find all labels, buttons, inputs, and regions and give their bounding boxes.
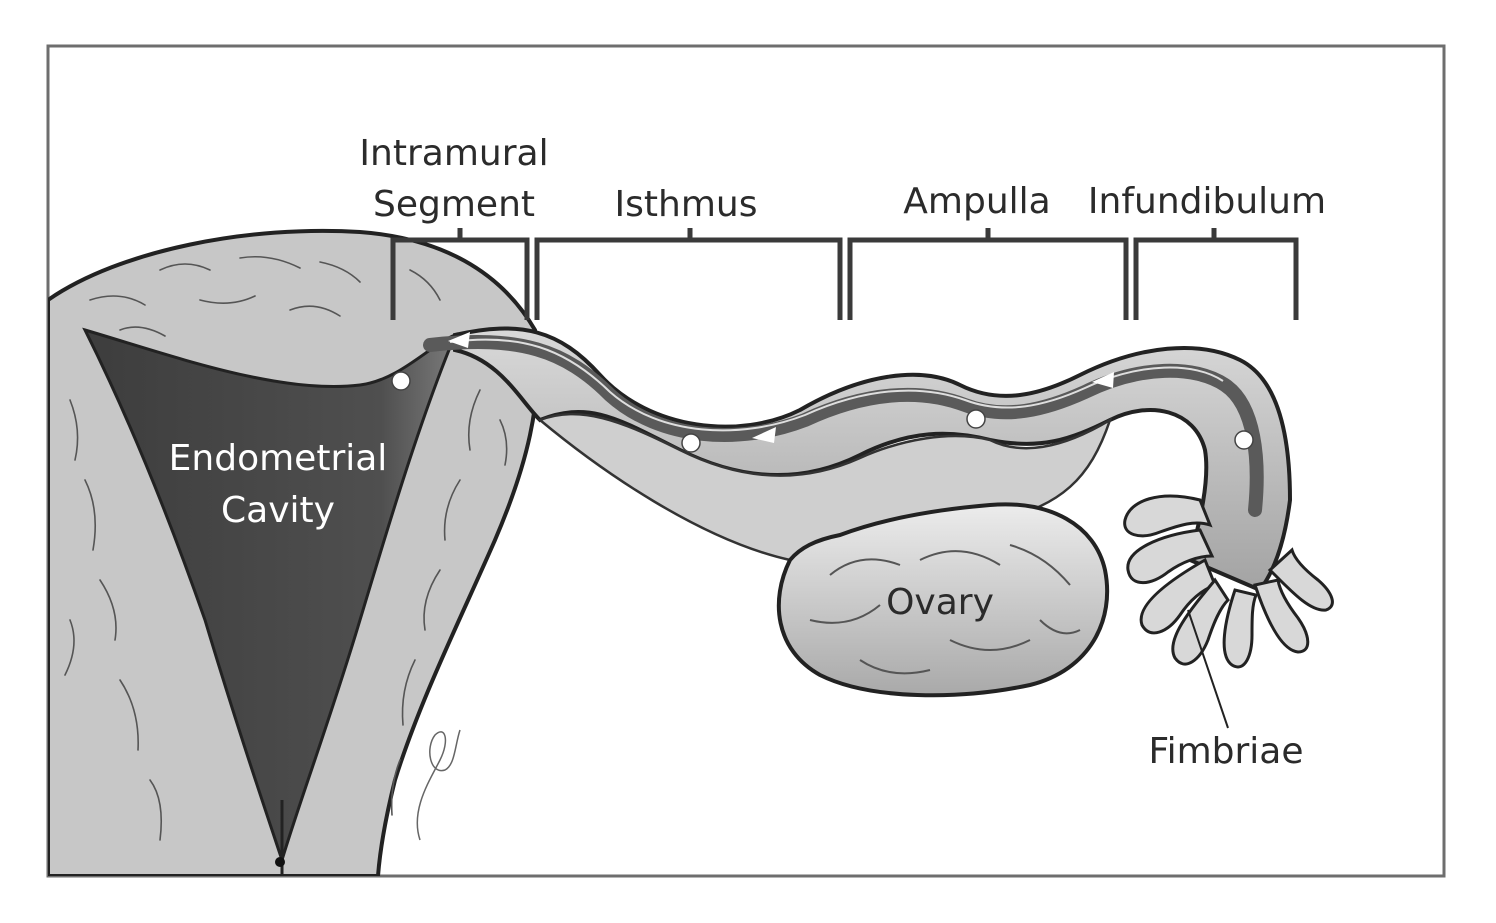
label-ampulla: Ampulla (903, 181, 1050, 222)
label-infundibulum: Infundibulum (1088, 181, 1326, 222)
uterus-texture (64, 255, 508, 841)
arrow-ampulla (1092, 372, 1114, 388)
label-intramural-line2: Segment (373, 184, 535, 225)
artist-signature (416, 729, 461, 841)
fimbriae-leader-line (1187, 609, 1229, 729)
segment-brackets (390, 228, 1299, 320)
label-fimbriae: Fimbriae (1148, 731, 1303, 772)
label-endometrial-line1: Endometrial (169, 438, 388, 479)
ova-markers (391, 371, 1254, 453)
tube-lumen (423, 335, 1264, 517)
arrow-isthmus (752, 427, 776, 443)
endometrial-cavity (82, 327, 458, 865)
label-ovary: Ovary (886, 582, 994, 623)
flow-arrows (448, 332, 1114, 443)
label-isthmus: Isthmus (615, 184, 758, 225)
fimbriae-fingers (1123, 494, 1334, 669)
cervix-os (275, 857, 285, 867)
ovary (776, 502, 1110, 698)
ovary-texture (809, 544, 1081, 675)
arrow-intramural (448, 332, 470, 348)
ovum-dot-3 (966, 409, 986, 429)
label-endometrial-line2: Cavity (221, 490, 335, 531)
label-intramural-line1: Intramural (359, 133, 548, 174)
ovum-dot-2 (681, 433, 701, 453)
ovum-dot-1 (391, 371, 411, 391)
ovum-dot-4 (1234, 430, 1254, 450)
